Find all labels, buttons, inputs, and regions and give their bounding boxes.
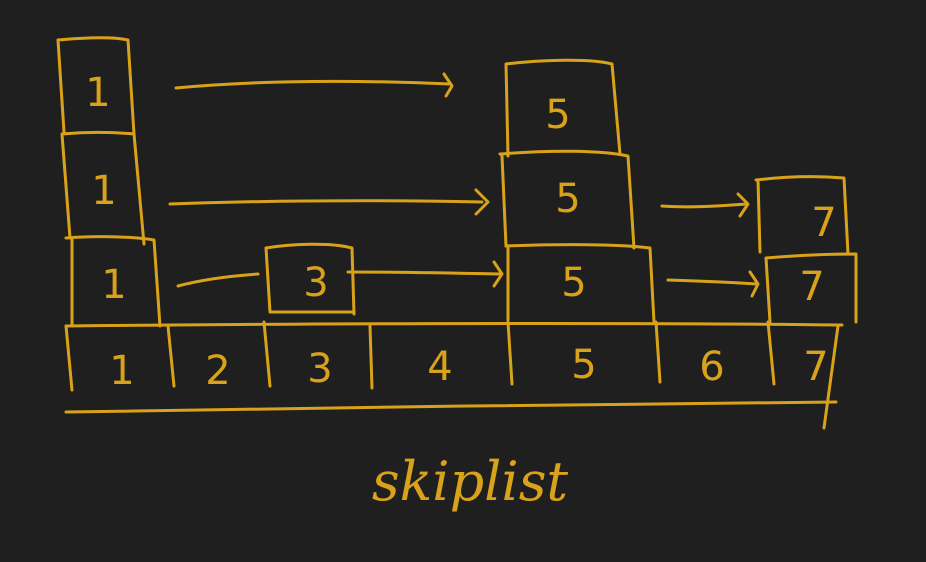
l1-node-7: 7: [799, 264, 824, 310]
divider-5-6: [654, 320, 662, 384]
arrow-l3-1-to-5: [174, 79, 452, 90]
base-cell-5: 5: [571, 342, 596, 388]
l3-node-5: 5: [545, 92, 570, 138]
arrow-l1-3-to-5: [346, 270, 502, 276]
divider-4-5: [506, 320, 514, 386]
l3-box-5: [504, 58, 622, 158]
l3-node-1: 1: [85, 70, 110, 116]
level-1-arrows: [176, 260, 760, 298]
level-3-boxes: [56, 36, 622, 158]
l2-node-1: 1: [91, 168, 116, 214]
divider-3-4: [368, 324, 374, 390]
arrow-l2-5-to-7: [660, 202, 748, 209]
l1-box-7: [764, 252, 858, 324]
arrow-l1-5-to-7: [666, 278, 758, 286]
base-cell-6: 6: [699, 344, 724, 390]
base-row-outline: [64, 320, 844, 430]
base-cell-7: 7: [803, 344, 828, 390]
l1-box-3: [264, 242, 356, 316]
l1-box-5: [504, 243, 656, 324]
level-3-arrows: [174, 72, 454, 98]
arrow-l2-1-to-5: [168, 199, 484, 206]
arrow-l1-1-to-3: [176, 272, 260, 288]
base-cell-3: 3: [307, 346, 332, 392]
l1-node-1: 1: [101, 262, 126, 308]
l1-node-3: 3: [303, 260, 328, 306]
diagram-caption: skiplist: [372, 450, 569, 513]
l2-box-5: [498, 149, 636, 250]
base-cell-1: 1: [109, 348, 134, 394]
divider-6-7: [766, 320, 776, 386]
hand-drawn-strokes: [56, 36, 858, 430]
divider-2-3: [262, 320, 272, 388]
divider-1-2: [166, 324, 176, 388]
l2-node-7: 7: [811, 200, 836, 246]
l1-node-5: 5: [561, 260, 586, 306]
l1-box-1: [64, 235, 162, 328]
node-labels: 1 2 3 4 5 6 7 1 3 5 7 1 5 7 1 5: [85, 70, 836, 394]
level-2-boxes: [60, 131, 850, 256]
l2-node-5: 5: [555, 176, 580, 222]
l3-box-1: [56, 36, 136, 136]
base-cell-2: 2: [205, 348, 230, 394]
l2-box-7: [754, 175, 850, 256]
level-2-arrows: [168, 188, 750, 218]
level-1-boxes: [64, 235, 858, 328]
base-cell-4: 4: [427, 344, 452, 390]
